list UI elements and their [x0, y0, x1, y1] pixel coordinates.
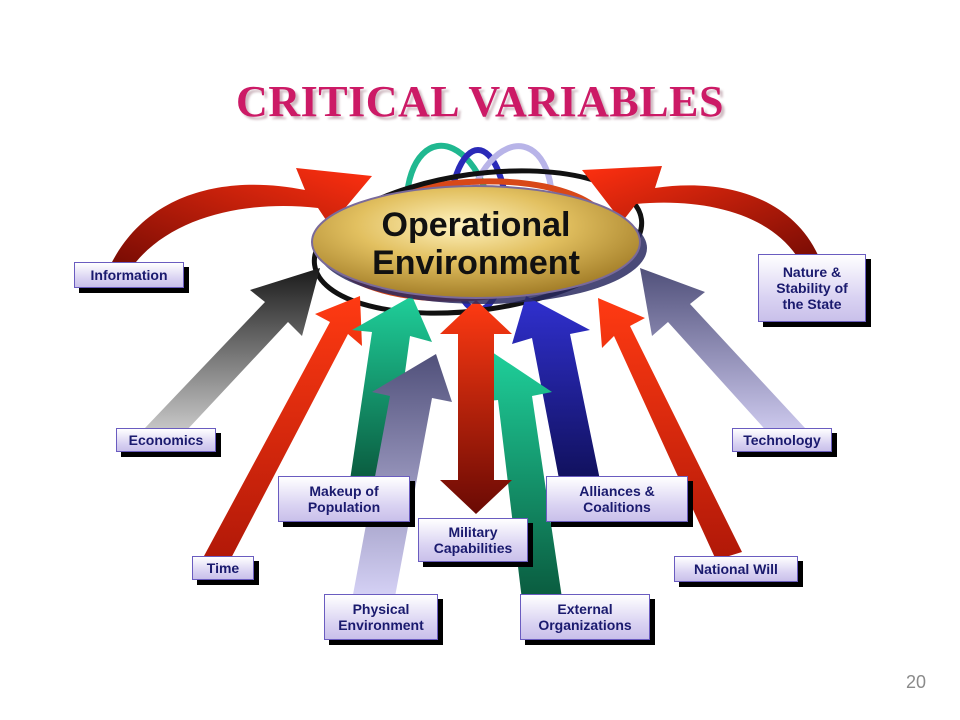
label-alliances-coalitions: Alliances & Coalitions — [546, 476, 688, 522]
label-nature-stability: Nature & Stability of the State — [758, 254, 866, 322]
center-label-line2: Environment — [372, 244, 580, 282]
slide-title: CRITICAL VARIABLES — [236, 77, 724, 126]
arrow-technology — [640, 268, 805, 446]
label-external-organizations: External Organizations — [520, 594, 650, 640]
orbit-ring-black — [311, 168, 645, 316]
label-physical-environment: Physical Environment — [324, 594, 438, 640]
curved-arrow-nature-stability — [582, 166, 818, 255]
arrow-national-will — [598, 298, 742, 560]
label-information: Information — [74, 262, 184, 288]
arrow-time — [204, 296, 362, 564]
center-ellipse: Operational Environment — [311, 185, 647, 304]
page-number: 20 — [905, 672, 926, 692]
label-military-capabilities: Military Capabilities — [418, 518, 528, 562]
center-label-line1: Operational — [382, 206, 571, 244]
label-national-will: National Will — [674, 556, 798, 582]
arrow-military-capabilities — [440, 300, 512, 514]
arrow-economics — [145, 268, 320, 446]
label-technology: Technology — [732, 428, 832, 452]
arrow-external-organizations — [478, 352, 562, 600]
label-makeup-population: Makeup of Population — [278, 476, 410, 522]
label-time: Time — [192, 556, 254, 580]
arrow-alliances-coalitions — [512, 296, 600, 484]
label-economics: Economics — [116, 428, 216, 452]
curved-arrow-information — [112, 168, 372, 262]
